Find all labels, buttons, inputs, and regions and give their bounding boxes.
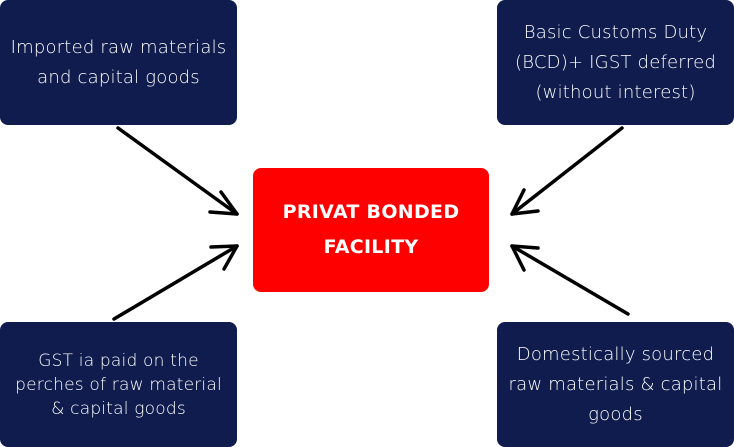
input-box-domestic-goods: Domestically sourced raw materials & cap… [497,322,734,447]
input-box-customs-duty-label: Basic Customs Duty (BCD)+ IGST deferred … [515,21,716,103]
arrow-from-top-right [510,126,624,216]
arrow-from-bottom-left [112,244,239,321]
arrow-from-top-left [116,126,239,216]
input-box-domestic-goods-label: Domestically sourced raw materials & cap… [508,343,723,425]
input-box-imported-goods: Imported raw materials and capital goods [0,0,237,125]
arrow-from-bottom-right [510,244,630,316]
input-box-imported-goods-label: Imported raw materials and capital goods [10,36,227,88]
input-box-gst-paid: GST ia paid on the perches of raw materi… [0,322,237,447]
input-box-customs-duty: Basic Customs Duty (BCD)+ IGST deferred … [497,0,734,125]
center-box-label: PRIVAT BONDED FACILITY [282,201,460,258]
input-box-gst-paid-label: GST ia paid on the perches of raw materi… [15,350,222,419]
center-box-bonded-facility: PRIVAT BONDED FACILITY [253,168,489,292]
